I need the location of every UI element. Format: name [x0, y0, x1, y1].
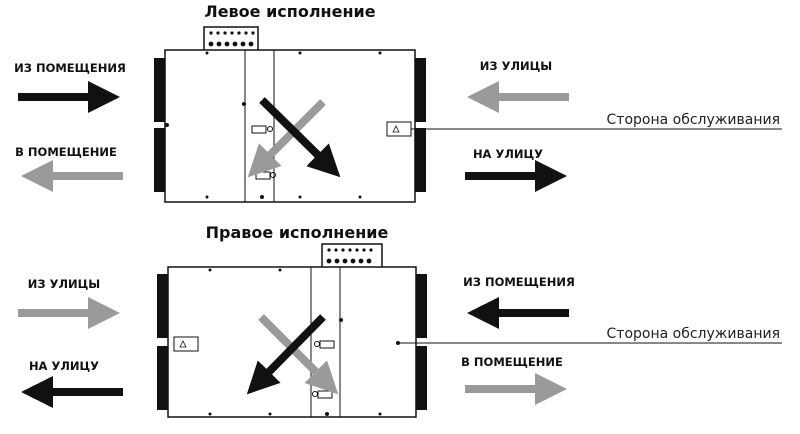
right-lower-duct-flange	[416, 346, 427, 410]
filter-latch-icon	[319, 340, 335, 349]
right-upper-label: ИЗ ПОМЕЩЕНИЯ	[463, 275, 575, 289]
right-upper-duct-flange	[416, 274, 427, 338]
exhaust-air-flow-arrow	[246, 314, 326, 395]
left-version-section: Левое исполнение	[14, 2, 782, 203]
right-upper-label: ИЗ УЛИЦЫ	[480, 59, 552, 73]
left-lower-duct-flange	[157, 346, 168, 410]
service-side-label: Сторона обслуживания	[607, 326, 780, 342]
service-panel-icon	[173, 336, 199, 352]
left-upper-label: ИЗ ПОМЕЩЕНИЯ	[14, 61, 126, 75]
left-version-title: Левое исполнение	[204, 2, 375, 21]
top-terminal-box	[321, 243, 383, 269]
left-lower-label: В ПОМЕЩЕНИЕ	[15, 145, 117, 159]
right-version-title: Правое исполнение	[206, 223, 389, 242]
exhaust-air-flow-arrow	[259, 97, 341, 178]
right-lower-label: НА УЛИЦУ	[473, 147, 543, 161]
right-upper-duct-flange	[415, 58, 426, 122]
left-upper-label: ИЗ УЛИЦЫ	[28, 277, 100, 291]
left-upper-duct-flange	[154, 58, 165, 122]
right-lower-duct-flange	[415, 128, 426, 192]
left-upper-duct-flange	[157, 274, 168, 338]
service-side-label: Сторона обслуживания	[607, 112, 780, 128]
filter-latch-icon	[251, 125, 267, 134]
right-version-housing	[167, 266, 417, 418]
right-lower-label: В ПОМЕЩЕНИЕ	[461, 355, 563, 369]
right-version-section: Правое исполнение	[18, 223, 782, 418]
left-lower-label: НА УЛИЦУ	[29, 359, 99, 373]
top-terminal-box	[203, 26, 259, 52]
left-lower-duct-flange	[154, 128, 165, 192]
